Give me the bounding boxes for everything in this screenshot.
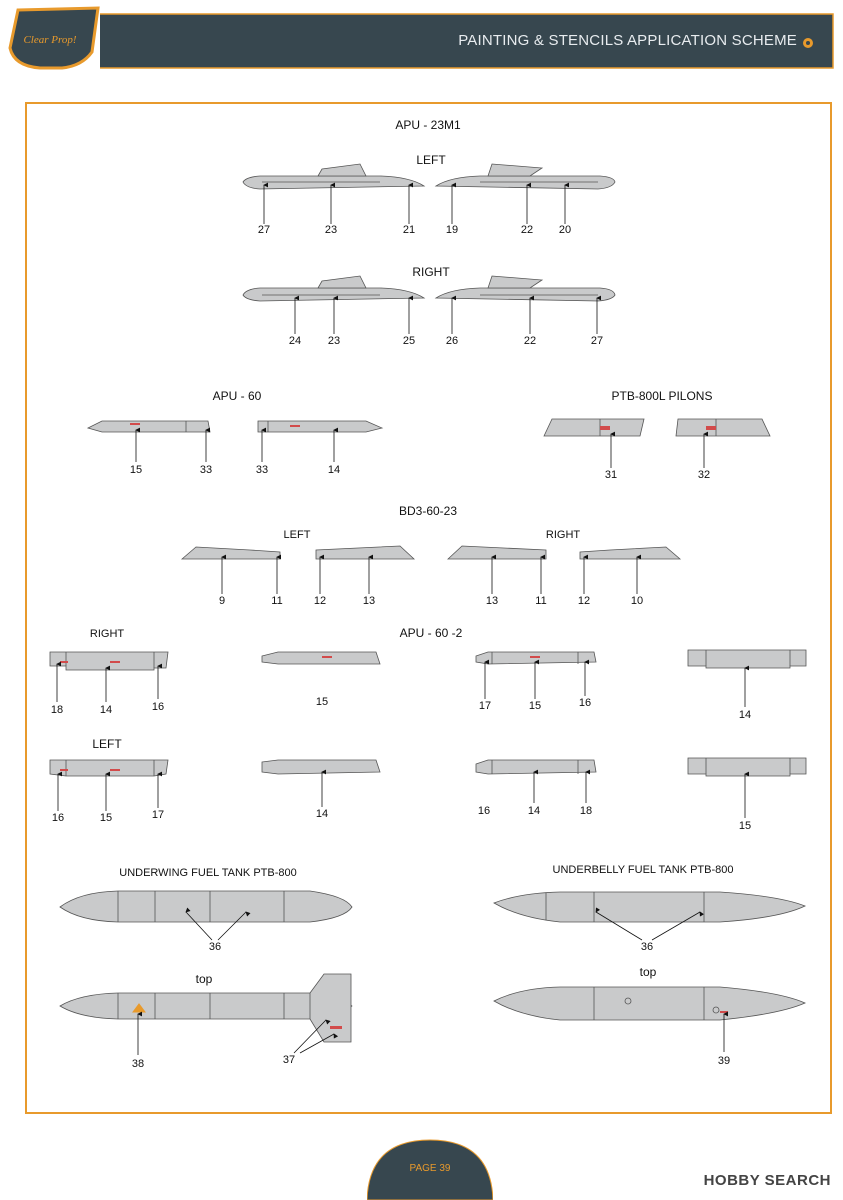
header-background: Clear Prop! xyxy=(8,6,834,70)
apu23m1-left-inner xyxy=(434,163,616,190)
label-bd3-right: RIGHT xyxy=(545,529,581,541)
ptb800l-pilon-2 xyxy=(675,418,771,437)
apu602-r1-4 xyxy=(687,649,807,669)
title-ptb800l-pilons: PTB-800L PILONS xyxy=(611,389,713,403)
ptb800l-pilon-1 xyxy=(543,418,645,437)
callout: 15 xyxy=(99,812,113,824)
label-apu23m1-left: LEFT xyxy=(416,153,446,167)
callout: 16 xyxy=(578,697,592,709)
watermark: HOBBY SEARCH xyxy=(703,1172,831,1189)
callout: 14 xyxy=(327,464,341,476)
callout: 15 xyxy=(528,700,542,712)
apu602-r2-4 xyxy=(687,757,807,777)
apu23m1-right-inner xyxy=(434,275,616,302)
callout: 23 xyxy=(324,224,338,236)
logo-icon: Clear Prop! xyxy=(8,6,100,70)
callout: 31 xyxy=(604,469,618,481)
content-frame xyxy=(25,102,832,1114)
callout: 14 xyxy=(99,704,113,716)
label-underwing-top: top xyxy=(195,972,213,986)
callout: 38 xyxy=(131,1058,145,1070)
label-apu23m1-right: RIGHT xyxy=(412,265,450,279)
callout: 37 xyxy=(282,1054,296,1066)
title-bd3: BD3-60-23 xyxy=(398,504,458,518)
callout: 20 xyxy=(558,224,572,236)
apu60-right-view xyxy=(257,420,384,433)
title-apu23m1: APU - 23M1 xyxy=(395,118,461,132)
callout: 14 xyxy=(738,709,752,721)
bd3-right-outer xyxy=(446,545,547,560)
callout: 32 xyxy=(697,469,711,481)
callout: 22 xyxy=(520,224,534,236)
bd3-right-inner xyxy=(579,546,682,560)
underwing-tank-side xyxy=(59,890,353,923)
apu23m1-left-outer xyxy=(242,163,426,190)
callout: 17 xyxy=(151,809,165,821)
callout: 16 xyxy=(51,812,65,824)
callout: 17 xyxy=(478,700,492,712)
apu602-r1-1 xyxy=(49,651,169,671)
callout: 16 xyxy=(477,805,491,817)
page-number: PAGE 39 xyxy=(409,1163,451,1174)
bd3-left-inner xyxy=(315,545,416,560)
callout: 9 xyxy=(218,595,226,607)
callout: 13 xyxy=(362,595,376,607)
underbelly-tank-top xyxy=(493,986,806,1021)
callout: 27 xyxy=(257,224,271,236)
label-bd3-left: LEFT xyxy=(283,529,311,541)
logo-text: Clear Prop! xyxy=(23,34,76,46)
callout: 36 xyxy=(640,941,654,953)
callout: 16 xyxy=(151,701,165,713)
apu602-r1-2 xyxy=(261,651,381,665)
callout: 14 xyxy=(527,805,541,817)
apu602-r2-3 xyxy=(475,759,597,775)
callout: 15 xyxy=(129,464,143,476)
apu602-r2-2 xyxy=(261,759,381,775)
callout: 21 xyxy=(402,224,416,236)
callout: 24 xyxy=(288,335,302,347)
callout: 15 xyxy=(315,696,329,708)
callout: 11 xyxy=(535,595,547,607)
callout: 19 xyxy=(445,224,459,236)
leader-lines xyxy=(56,182,749,1055)
callout: 15 xyxy=(738,820,752,832)
callout: 10 xyxy=(630,595,644,607)
callout: 12 xyxy=(313,595,327,607)
title-apu602: APU - 60 -2 xyxy=(399,626,463,640)
callout: 14 xyxy=(315,808,329,820)
title-apu60: APU - 60 xyxy=(212,389,262,403)
title-underwing: UNDERWING FUEL TANK PTB-800 xyxy=(119,867,297,879)
page-title: PAINTING & STENCILS APPLICATION SCHEME xyxy=(458,32,797,49)
callout: 26 xyxy=(445,335,459,347)
label-apu602-left: LEFT xyxy=(92,737,122,751)
header-bar: Clear Prop! PAINTING & STENCILS APPLICAT… xyxy=(0,0,843,72)
callout: 39 xyxy=(717,1055,731,1067)
callout: 27 xyxy=(590,335,604,347)
callout: 33 xyxy=(199,464,213,476)
label-underbelly-top: top xyxy=(639,965,657,979)
title-underbelly: UNDERBELLY FUEL TANK PTB-800 xyxy=(552,864,734,876)
callout: 23 xyxy=(327,335,341,347)
callout: 33 xyxy=(255,464,269,476)
callout: 12 xyxy=(577,595,591,607)
apu602-r2-1 xyxy=(49,759,169,777)
callout: 11 xyxy=(271,595,283,607)
apu23m1-right-outer xyxy=(242,275,426,302)
callout: 18 xyxy=(50,704,64,716)
callout: 25 xyxy=(402,335,416,347)
callout: 18 xyxy=(579,805,593,817)
callout: 13 xyxy=(485,595,499,607)
underbelly-tank-side xyxy=(493,891,806,923)
apu60-left-view xyxy=(86,420,211,433)
callout: 36 xyxy=(208,941,222,953)
label-apu602-right: RIGHT xyxy=(89,628,125,640)
stencil-marks xyxy=(60,423,728,1029)
bd3-left-outer xyxy=(180,546,281,560)
callout: 22 xyxy=(523,335,537,347)
page-tab xyxy=(367,1139,493,1200)
